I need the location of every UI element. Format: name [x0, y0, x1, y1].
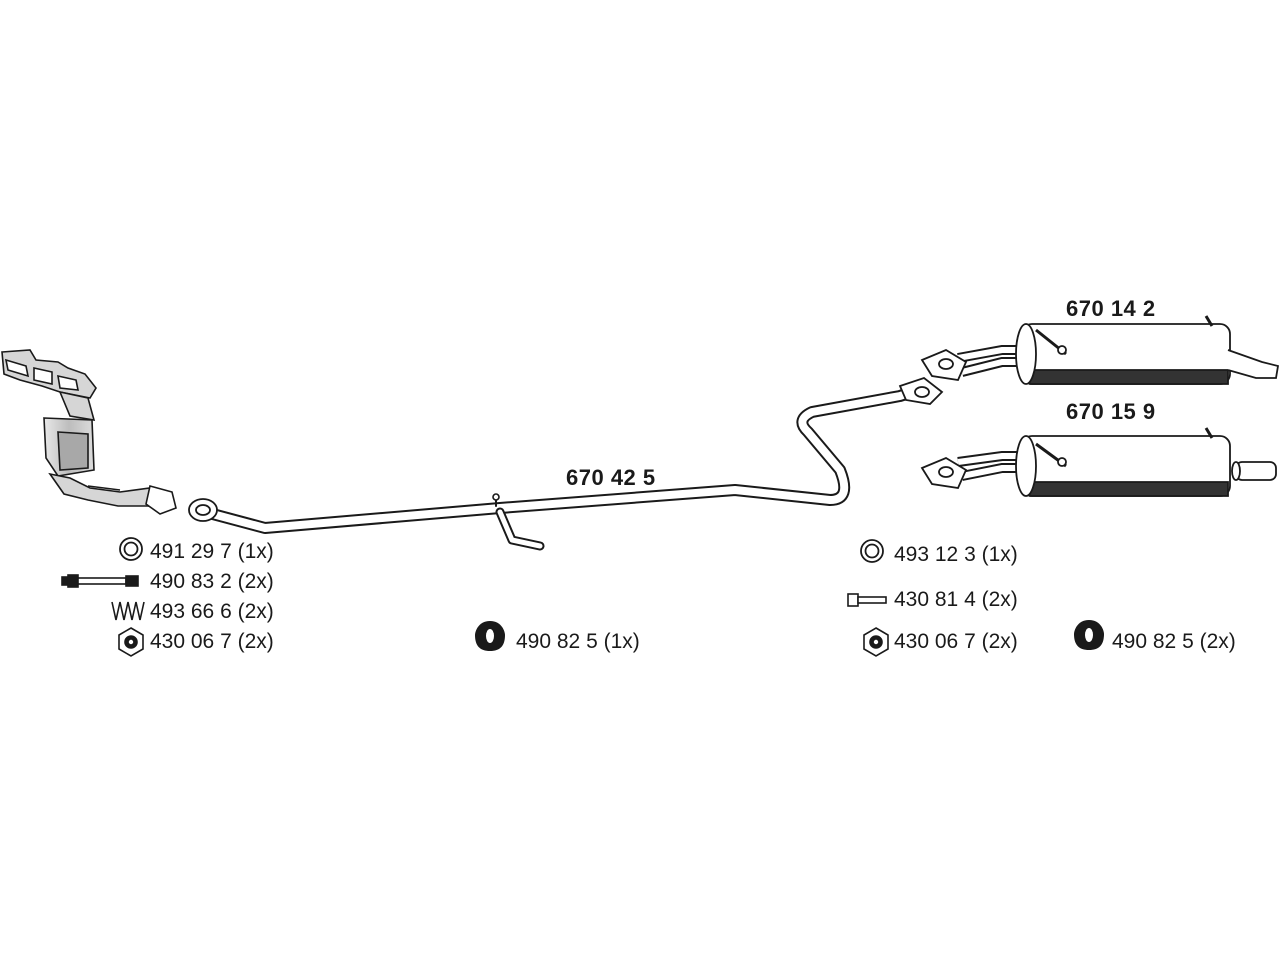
rear-ring-label: 493 12 3 (1x) [894, 543, 1018, 566]
rear-hanger-label: 490 82 5 (2x) [1112, 630, 1236, 653]
ring-icon [119, 537, 143, 561]
rear-silencer-a-label: 670 14 2 [1066, 296, 1156, 321]
rear-silencer-b-label: 670 15 9 [1066, 399, 1156, 424]
rear-silencer-b[interactable] [920, 427, 1277, 497]
mid-hanger-label: 490 82 5 (1x) [516, 630, 640, 653]
front-ring-label: 491 29 7 (1x) [150, 540, 274, 563]
middle-pipe[interactable] [199, 384, 924, 551]
front-nut-label: 430 06 7 (2x) [150, 630, 274, 653]
middle-pipe-flange [188, 498, 218, 522]
middle-pipe-label: 670 42 5 [566, 465, 656, 490]
hanger-icon [475, 621, 505, 651]
bolt-icon [61, 574, 139, 588]
rear-silencer-a[interactable] [920, 315, 1280, 385]
bolt-icon-rear [847, 593, 887, 607]
middle-pipe-rear-flange [898, 376, 944, 405]
hanger-icon-rear [1074, 620, 1104, 650]
nut-icon-rear [863, 627, 889, 657]
spring-icon [111, 601, 145, 621]
manifold-catalyst[interactable] [1, 349, 177, 515]
ring-icon-rear [860, 539, 884, 563]
nut-icon [118, 627, 144, 657]
rear-nut-label: 430 06 7 (2x) [894, 630, 1018, 653]
front-spring-label: 493 66 6 (2x) [150, 600, 274, 623]
rear-bolt-label: 430 81 4 (2x) [894, 588, 1018, 611]
front-bolt-label: 490 83 2 (2x) [150, 570, 274, 593]
